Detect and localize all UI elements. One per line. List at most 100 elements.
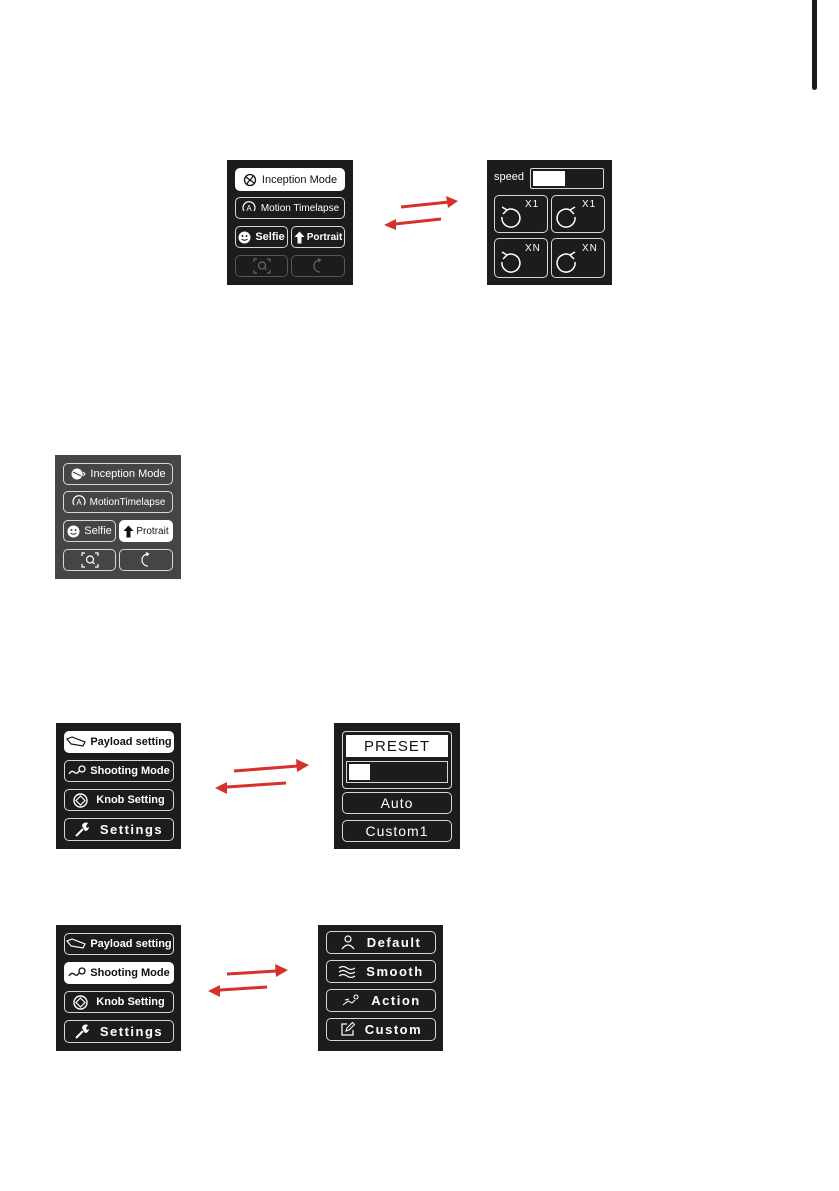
- shooting-mode-icon: [68, 765, 86, 777]
- svg-text:A: A: [76, 498, 82, 507]
- option-label: Custom: [365, 1022, 422, 1037]
- menu-item-label: Inception Mode: [90, 468, 165, 480]
- gimbal-screen-shooting-mode-options: Default Smooth Action Custom: [318, 925, 443, 1051]
- payload-icon: [66, 736, 86, 748]
- svg-text:A: A: [246, 204, 252, 213]
- menu-item-label: Payload setting: [90, 938, 171, 950]
- menu-item-label: Inception Mode: [262, 174, 337, 186]
- zoom-frame-button[interactable]: [235, 255, 288, 277]
- rotate-multiplier: XN: [525, 243, 541, 254]
- menu-item-label: Settings: [100, 822, 163, 837]
- rotate-cw-xn-button[interactable]: XN: [551, 238, 605, 278]
- menu-item-label: Knob Setting: [96, 794, 164, 806]
- rotate-multiplier: XN: [582, 243, 598, 254]
- toggle-arrows: [207, 962, 289, 998]
- shooting-option-smooth[interactable]: Smooth: [326, 960, 436, 983]
- menu-item-settings[interactable]: Settings: [64, 1020, 174, 1043]
- menu-item-selfie[interactable]: Selfie: [235, 226, 288, 248]
- gimbal-screen-main-menu: Inception Mode A Motion Timelapse Selfie…: [227, 160, 353, 285]
- motion-timelapse-icon: A: [241, 201, 257, 215]
- knob-icon: [73, 793, 88, 808]
- preset-option-custom1[interactable]: Custom1: [342, 820, 452, 842]
- smiley-icon: [238, 231, 251, 244]
- speed-slider[interactable]: [530, 168, 604, 189]
- preset-slider[interactable]: [346, 761, 448, 783]
- waves-icon: [338, 965, 356, 978]
- menu-item-label: Shooting Mode: [90, 967, 169, 979]
- option-label: Custom1: [365, 823, 428, 839]
- menu-item-label: Shooting Mode: [90, 765, 169, 777]
- menu-item-knob-setting[interactable]: Knob Setting: [64, 991, 174, 1013]
- preset-slider-fill: [349, 764, 370, 780]
- knob-icon: [73, 995, 88, 1010]
- option-label: Smooth: [366, 964, 423, 979]
- menu-item-motion-timelapse[interactable]: A Motion Timelapse: [235, 197, 345, 219]
- menu-item-label: Selfie: [255, 231, 284, 243]
- menu-item-selfie[interactable]: Selfie: [63, 520, 116, 542]
- menu-item-payload-setting[interactable]: Payload setting: [64, 731, 174, 753]
- menu-item-inception-mode[interactable]: Inception Mode: [235, 168, 345, 191]
- preset-panel: PRESET: [342, 731, 452, 789]
- menu-item-label: Protrait: [136, 526, 168, 537]
- rotate-ccw-icon: [499, 205, 521, 229]
- zoom-frame-icon: [253, 258, 271, 274]
- shooting-option-action[interactable]: Action: [326, 989, 436, 1012]
- rotate-cw-icon: [556, 205, 578, 229]
- gimbal-screen-settings-menu-shooting: Payload setting Shooting Mode Knob Setti…: [56, 925, 181, 1051]
- menu-item-portrait[interactable]: Portrait: [291, 226, 345, 248]
- menu-item-motion-timelapse[interactable]: A MotionTimelapse: [63, 491, 173, 513]
- rotate-multiplier: X1: [525, 199, 539, 210]
- option-label: Action: [371, 993, 420, 1008]
- menu-item-shooting-mode[interactable]: Shooting Mode: [64, 962, 174, 984]
- rotate-multiplier: X1: [582, 199, 596, 210]
- menu-item-label: Motion Timelapse: [261, 203, 339, 214]
- menu-item-label: Settings: [100, 1024, 163, 1039]
- inception-icon: [70, 467, 86, 481]
- arrow-up-icon: [123, 525, 134, 538]
- page-edge-mark: [812, 0, 817, 90]
- option-label: Auto: [381, 795, 414, 811]
- menu-item-shooting-mode[interactable]: Shooting Mode: [64, 760, 174, 782]
- menu-item-label: MotionTimelapse: [90, 497, 166, 508]
- menu-item-settings[interactable]: Settings: [64, 818, 174, 841]
- arrow-up-icon: [294, 231, 305, 244]
- rotate-button[interactable]: [119, 549, 173, 571]
- menu-item-payload-setting[interactable]: Payload setting: [64, 933, 174, 955]
- menu-item-label: Payload setting: [90, 736, 171, 748]
- gimbal-screen-settings-menu: Payload setting Shooting Mode Knob Setti…: [56, 723, 181, 849]
- zoom-frame-icon: [81, 552, 99, 568]
- gimbal-screen-main-menu-portrait: Inception Mode A MotionTimelapse Selfie …: [55, 455, 181, 579]
- runner-icon: [341, 994, 361, 1007]
- menu-item-portrait[interactable]: Protrait: [119, 520, 173, 542]
- inception-icon: [243, 173, 257, 187]
- wrench-icon: [75, 822, 90, 837]
- shooting-mode-icon: [68, 967, 86, 979]
- zoom-frame-button[interactable]: [63, 549, 116, 571]
- rotate-cw-x1-button[interactable]: X1: [551, 195, 605, 233]
- option-label: Default: [367, 935, 422, 950]
- motion-timelapse-icon: A: [71, 495, 87, 509]
- smiley-icon: [67, 525, 80, 538]
- speed-slider-fill: [533, 171, 565, 186]
- rotate-icon: [140, 552, 152, 568]
- preset-option-auto[interactable]: Auto: [342, 792, 452, 814]
- rotate-icon: [312, 258, 324, 274]
- menu-item-label: Portrait: [307, 232, 343, 243]
- payload-icon: [66, 938, 86, 950]
- shooting-option-default[interactable]: Default: [326, 931, 436, 954]
- rotate-ccw-xn-button[interactable]: XN: [494, 238, 548, 278]
- person-icon: [341, 935, 355, 950]
- menu-item-inception-mode[interactable]: Inception Mode: [63, 463, 173, 485]
- speed-label: speed: [494, 171, 524, 183]
- preset-title: PRESET: [346, 735, 448, 757]
- menu-item-knob-setting[interactable]: Knob Setting: [64, 789, 174, 811]
- edit-icon: [340, 1022, 355, 1037]
- toggle-arrows: [214, 759, 310, 795]
- rotate-ccw-x1-button[interactable]: X1: [494, 195, 548, 233]
- shooting-option-custom[interactable]: Custom: [326, 1018, 436, 1041]
- rotate-cw-icon: [556, 250, 578, 274]
- toggle-arrows: [383, 196, 459, 230]
- gimbal-screen-rotate-speed: speed X1 X1 XN XN: [487, 160, 612, 285]
- rotate-button[interactable]: [291, 255, 345, 277]
- menu-item-label: Selfie: [84, 525, 112, 537]
